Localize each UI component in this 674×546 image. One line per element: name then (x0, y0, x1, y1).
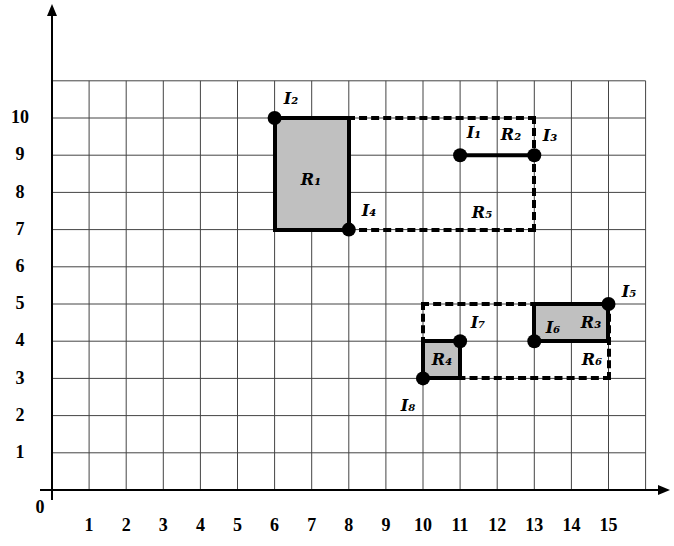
axis-number: 6 (270, 516, 279, 536)
axis-number: 14 (562, 516, 580, 536)
filled-rectangle: R₄ (421, 339, 462, 380)
filled-rectangle: R₁ (273, 116, 351, 232)
axis-number: 1 (85, 516, 94, 536)
axis-number: 10 (414, 516, 432, 536)
axis-arrowhead (658, 485, 670, 495)
y-axis (51, 14, 53, 500)
axis-number: 4 (16, 331, 25, 351)
point-label: I₇ (471, 314, 486, 332)
grid-line (385, 81, 386, 490)
axis-number: 6 (16, 257, 25, 277)
point-label: I₁ (467, 124, 482, 142)
grid-line (52, 452, 646, 453)
grid-line (200, 81, 201, 490)
axis-number: 7 (16, 220, 25, 240)
grid-line (52, 415, 646, 416)
axis-number: 13 (525, 516, 543, 536)
point-label: I₈ (401, 397, 416, 415)
region-label: R₃ (581, 314, 601, 332)
axis-number: 2 (16, 406, 25, 426)
region-label: R₆ (582, 351, 602, 369)
grid-line (645, 81, 646, 490)
axis-number: 3 (159, 516, 168, 536)
point-label: I₂ (284, 90, 299, 108)
region-label: R₄ (432, 351, 452, 369)
axis-number: 5 (233, 516, 242, 536)
axis-number: 1 (16, 443, 25, 463)
grid-line (163, 81, 164, 490)
axis-number: 11 (452, 516, 469, 536)
x-axis (40, 489, 660, 491)
grid-line (52, 266, 646, 267)
axis-number: 5 (16, 294, 25, 314)
axis-number: 3 (16, 369, 25, 389)
grid-line (89, 81, 90, 490)
point-label: I₅ (622, 283, 637, 301)
axis-number: 7 (307, 516, 316, 536)
grid-line (460, 81, 461, 490)
axis-number: 4 (196, 516, 205, 536)
axis-number: 9 (381, 516, 390, 536)
grid-line (497, 81, 498, 490)
axis-number: 12 (488, 516, 506, 536)
grid-line (237, 81, 238, 490)
point-label: I₆ (546, 319, 561, 337)
grid-line (571, 81, 572, 490)
filled-rectangle: R₃ (532, 302, 610, 343)
axis-arrowhead (47, 4, 57, 16)
axis-number: 9 (16, 145, 25, 165)
axis-number: 2 (122, 516, 131, 536)
axis-number: 8 (16, 183, 25, 203)
region-label: R₅ (472, 204, 492, 222)
origin-label: 0 (36, 498, 45, 518)
axis-number: 15 (600, 516, 618, 536)
point-label: I₃ (543, 127, 558, 145)
point-label: I₄ (362, 202, 377, 220)
segment-label: R₂ (501, 126, 521, 144)
region-label: R₁ (301, 171, 321, 189)
grid-line (52, 80, 646, 81)
dashed-region: R₆ R₄ R₃ (421, 302, 611, 380)
axis-number: 10 (11, 108, 29, 128)
grid-line (423, 81, 424, 490)
grid-line (608, 81, 609, 490)
grid-line (126, 81, 127, 490)
axis-number: 8 (344, 516, 353, 536)
segment-line (460, 153, 534, 157)
point-dot (453, 148, 467, 162)
